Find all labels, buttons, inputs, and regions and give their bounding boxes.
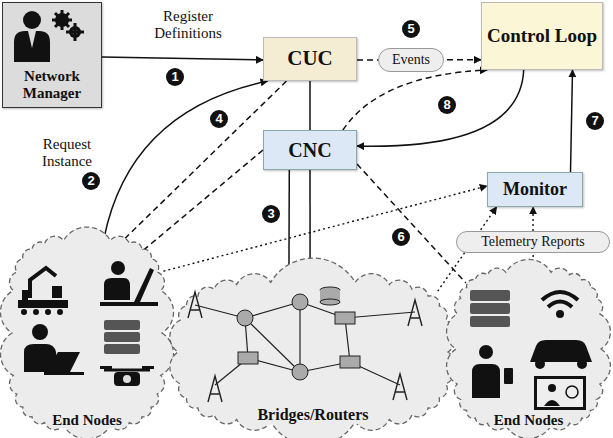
edge-label: Register Definitions xyxy=(128,8,248,43)
callout-number: 4 xyxy=(210,110,228,128)
edge-label: Request Instance xyxy=(22,136,112,171)
cloud-outline xyxy=(446,262,611,436)
connector xyxy=(113,81,287,251)
cloud-shape xyxy=(447,259,611,438)
node-label: End Nodes xyxy=(49,412,125,429)
connector xyxy=(571,70,573,172)
connector xyxy=(102,57,263,60)
node-label: CNC xyxy=(288,139,331,161)
callout-number: 5 xyxy=(402,20,420,38)
connector xyxy=(309,81,311,130)
callout-number: 6 xyxy=(392,228,410,246)
callout-number: 8 xyxy=(438,96,456,114)
connector xyxy=(164,186,488,271)
node-label: Network Manager xyxy=(3,68,101,101)
node-label: CUC xyxy=(287,47,333,70)
callout-number: 2 xyxy=(82,172,100,190)
process-box: CNC xyxy=(263,130,357,170)
network-cloud: Bridges/Routers xyxy=(168,272,458,432)
node-label: Bridges/Routers xyxy=(254,406,371,424)
node-cloud: End Nodes xyxy=(2,230,172,436)
cloud-shape xyxy=(170,258,456,438)
node-label: Events xyxy=(392,52,430,67)
connector xyxy=(357,70,524,146)
cloud-outline xyxy=(2,230,172,436)
connector xyxy=(309,170,311,272)
manager-icon xyxy=(14,10,84,62)
node-label: Control Loop xyxy=(487,26,597,47)
process-box: Monitor xyxy=(487,172,583,207)
process-box: CUC xyxy=(263,37,357,81)
cloud-shape xyxy=(0,227,173,438)
process-box: Control Loop xyxy=(481,2,603,70)
end-node-icons-right xyxy=(470,290,592,410)
network-icons xyxy=(188,287,422,402)
event-tag: Events xyxy=(378,48,444,72)
end-node-icons-left xyxy=(18,261,158,386)
callout-number: 7 xyxy=(586,112,604,130)
report-tag: Telemetry Reports xyxy=(456,231,610,253)
connector xyxy=(343,70,487,130)
connector xyxy=(357,164,466,283)
node-label: Telemetry Reports xyxy=(481,234,585,249)
connector xyxy=(138,150,263,255)
connector xyxy=(532,207,533,231)
callout-number: 1 xyxy=(166,68,184,86)
connector xyxy=(104,81,268,238)
node-label: End Nodes xyxy=(491,412,567,429)
actor-box: Network Manager xyxy=(2,2,102,108)
callout-number: 3 xyxy=(262,205,280,223)
node-label: Monitor xyxy=(503,180,567,200)
node-cloud: End Nodes xyxy=(446,262,611,436)
